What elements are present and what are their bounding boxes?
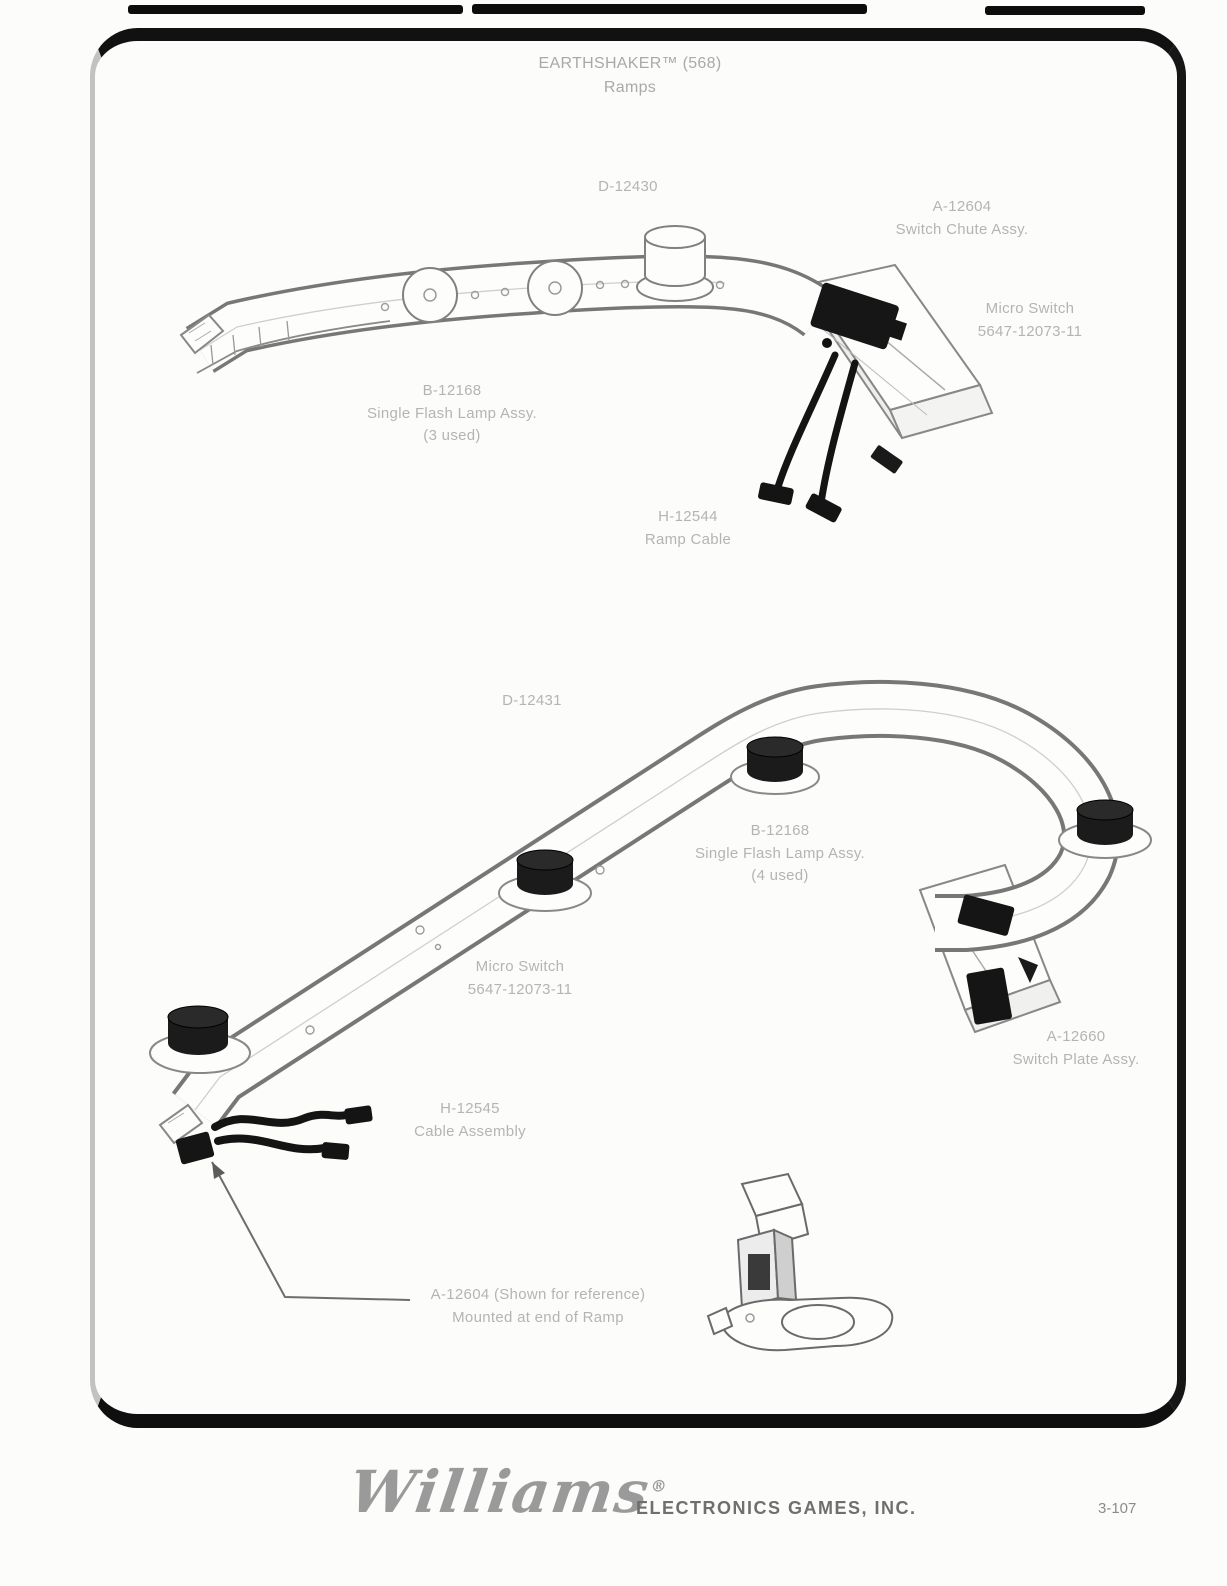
flash-lamp-pod: [527, 260, 583, 316]
part-number: D-12430: [598, 178, 658, 195]
part-name: Switch Plate Assy.: [1012, 1050, 1140, 1068]
part-number: D-12431: [502, 692, 562, 709]
reference-arrow: [211, 1161, 411, 1301]
part-number: H-12544: [658, 508, 718, 525]
part-name: Cable Assembly: [414, 1122, 526, 1140]
page-number: 3-107: [1098, 1500, 1137, 1517]
label-ramp-cable: H-12544 Ramp Cable: [645, 506, 731, 551]
scan-artifact-bar: [985, 6, 1145, 15]
cable-connector: [344, 1105, 373, 1125]
page-border-frame: [90, 28, 1186, 1428]
ramp-entrance-flap: [158, 1103, 204, 1145]
chute-end-fitting: [870, 445, 903, 474]
label-bottom-ramp-part: D-12431: [502, 690, 562, 713]
scan-artifact-bar: [128, 5, 463, 14]
part-quantity: (3 used): [423, 427, 481, 444]
label-flash-lamp-bottom: B-12168 Single Flash Lamp Assy. (4 used): [695, 820, 865, 888]
label-top-ramp-part: D-12430: [598, 176, 658, 199]
cable-connector: [321, 1142, 350, 1160]
bracket-base-plate: [706, 1296, 894, 1352]
part-number: A-12604: [932, 198, 992, 215]
flasher-dome-black: [746, 736, 804, 782]
part-name: Micro Switch: [475, 958, 565, 975]
page-title: EARTHSHAKER™ (568) Ramps: [539, 52, 722, 100]
part-number: 5647-12073-11: [977, 322, 1083, 340]
registered-mark: ®: [649, 1476, 669, 1496]
flasher-dome-black: [1076, 799, 1134, 845]
ramp-body: [171, 680, 1121, 1128]
bottom-ramp-diagram: [149, 680, 1152, 1165]
page-subtitle: Ramps: [603, 79, 657, 96]
williams-logo: Williams®: [345, 1458, 670, 1526]
part-number: 5647-12073-11: [467, 980, 573, 998]
brand-name: Williams: [345, 1458, 655, 1526]
switch-actuator: [822, 338, 832, 348]
part-name: Single Flash Lamp Assy.: [694, 844, 866, 862]
label-reference-note: A-12604 (Shown for reference) Mounted at…: [431, 1284, 646, 1329]
flasher-dome-black: [167, 1005, 229, 1055]
flasher-dome-clear: [636, 225, 714, 302]
label-switch-chute: A-12604 Switch Chute Assy.: [896, 196, 1029, 241]
flasher-dome-black: [516, 849, 574, 895]
switch-bracket-diagram: [706, 1172, 894, 1352]
arrowhead-icon: [212, 1162, 225, 1179]
screw-holes: [380, 279, 725, 312]
ramp-body: [185, 254, 837, 374]
micro-switch-body: [810, 282, 907, 350]
part-number: A-12660: [1046, 1028, 1106, 1045]
switch-bracket-black: [957, 894, 1015, 936]
cable-connector: [758, 482, 794, 505]
label-flash-lamp-top: B-12168 Single Flash Lamp Assy. (3 used): [367, 380, 537, 448]
part-number: B-12168: [422, 382, 482, 399]
part-name: Micro Switch: [985, 300, 1075, 317]
switch-body-black: [966, 967, 1012, 1025]
label-switch-plate: A-12660 Switch Plate Assy.: [1013, 1026, 1140, 1071]
part-name: Switch Chute Assy.: [895, 220, 1029, 238]
ramp-entrance-flap: [179, 313, 225, 355]
top-ramp-diagram: [179, 225, 994, 523]
scan-artifact-bar: [472, 4, 867, 14]
cable-connector: [805, 493, 842, 523]
part-name: Ramp Cable: [644, 530, 732, 548]
reference-location: Mounted at end of Ramp: [452, 1308, 624, 1326]
cable-assembly-wires: [211, 1110, 350, 1154]
flasher-socket-block: [736, 1228, 798, 1310]
label-micro-switch-top: Micro Switch 5647-12073-11: [978, 298, 1083, 343]
company-name: ELECTRONICS GAMES, INC.: [636, 1498, 917, 1518]
part-number: B-12168: [750, 822, 810, 839]
screw-holes: [305, 865, 605, 1035]
ramp-cable-wires: [774, 351, 859, 507]
label-cable-assembly: H-12545 Cable Assembly: [414, 1098, 526, 1143]
part-quantity: (4 used): [751, 867, 809, 884]
reference-part: A-12604 (Shown for reference): [430, 1286, 646, 1303]
end-connector-black: [175, 1131, 215, 1165]
label-micro-switch-bottom: Micro Switch 5647-12073-11: [468, 956, 573, 1001]
switch-lever: [1018, 957, 1038, 983]
part-number: H-12545: [440, 1100, 500, 1117]
part-name: Single Flash Lamp Assy.: [366, 404, 538, 422]
flash-lamp-pod: [402, 267, 458, 323]
game-title: EARTHSHAKER™ (568): [538, 55, 722, 72]
